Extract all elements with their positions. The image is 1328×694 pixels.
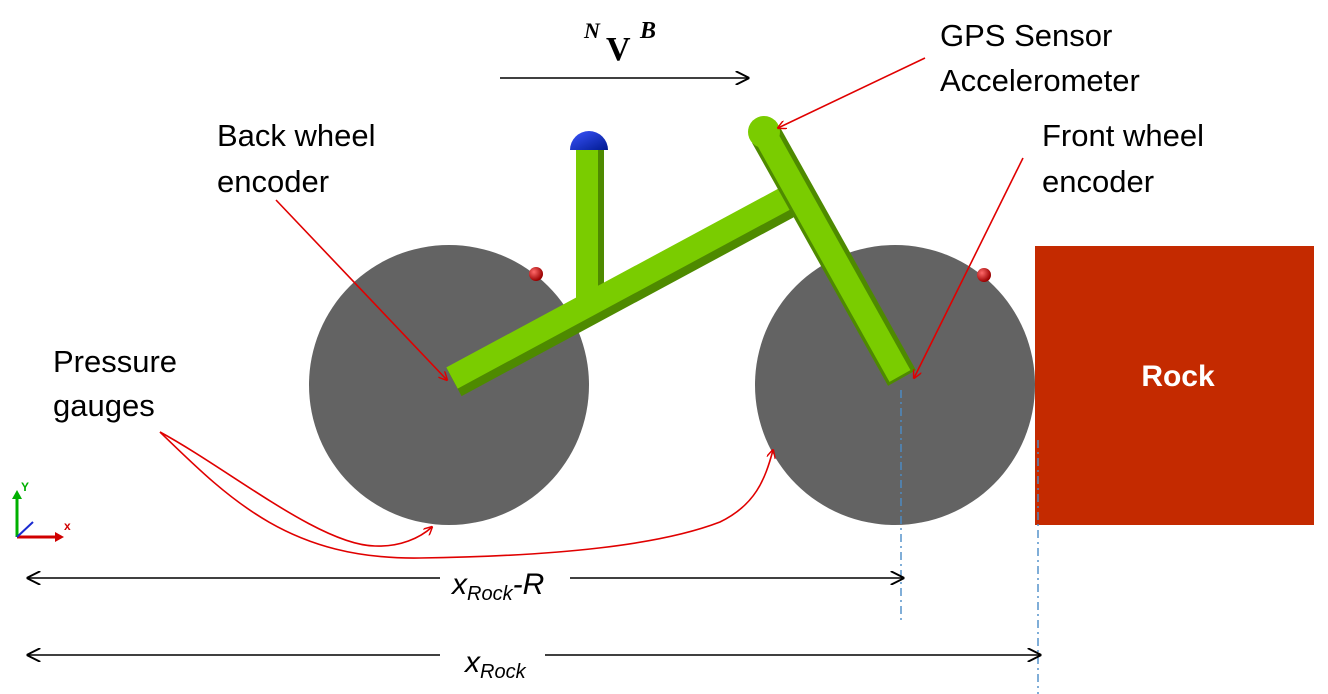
back-wheel-arrow — [275, 199, 447, 380]
velocity-label-superscript: B — [639, 18, 656, 44]
gps-label-line1: GPS Sensor — [940, 18, 1112, 53]
frame-tube — [446, 185, 796, 389]
back-pressure-sensor — [529, 267, 543, 281]
rock-label: Rock — [1141, 360, 1215, 393]
gps-label-line2: Accelerometer — [940, 63, 1140, 98]
velocity-label-prefix: N — [583, 18, 601, 43]
dimension-label-long: xRock — [463, 646, 527, 683]
front-wheel-arrow — [914, 157, 1024, 378]
rock — [1035, 246, 1314, 525]
axis-x-label: x — [64, 519, 71, 533]
front-wheel-label-line2: encoder — [1042, 164, 1154, 199]
front-pressure-sensor — [977, 268, 991, 282]
back-wheel-label-line1: Back wheel — [217, 118, 376, 153]
front-wheel-label-line1: Front wheel — [1042, 118, 1204, 153]
velocity-label-symbol: V — [606, 31, 631, 68]
seat-cap — [570, 131, 608, 150]
dimension-label-short: xRock-R — [450, 568, 544, 605]
axis-y-label: Y — [21, 480, 29, 494]
axis-triad: Y x — [12, 480, 71, 542]
pressure-arrow-back — [159, 431, 432, 547]
back-wheel-label-line2: encoder — [217, 164, 329, 199]
pressure-label-line2: gauges — [53, 388, 155, 423]
pressure-label-line1: Pressure — [53, 344, 177, 379]
front-wheel — [755, 245, 1035, 525]
pressure-arrow-front — [159, 431, 773, 559]
fork — [753, 127, 911, 382]
fork-top-cap — [748, 116, 780, 148]
back-wheel — [309, 245, 589, 525]
gps-arrow — [778, 57, 926, 128]
